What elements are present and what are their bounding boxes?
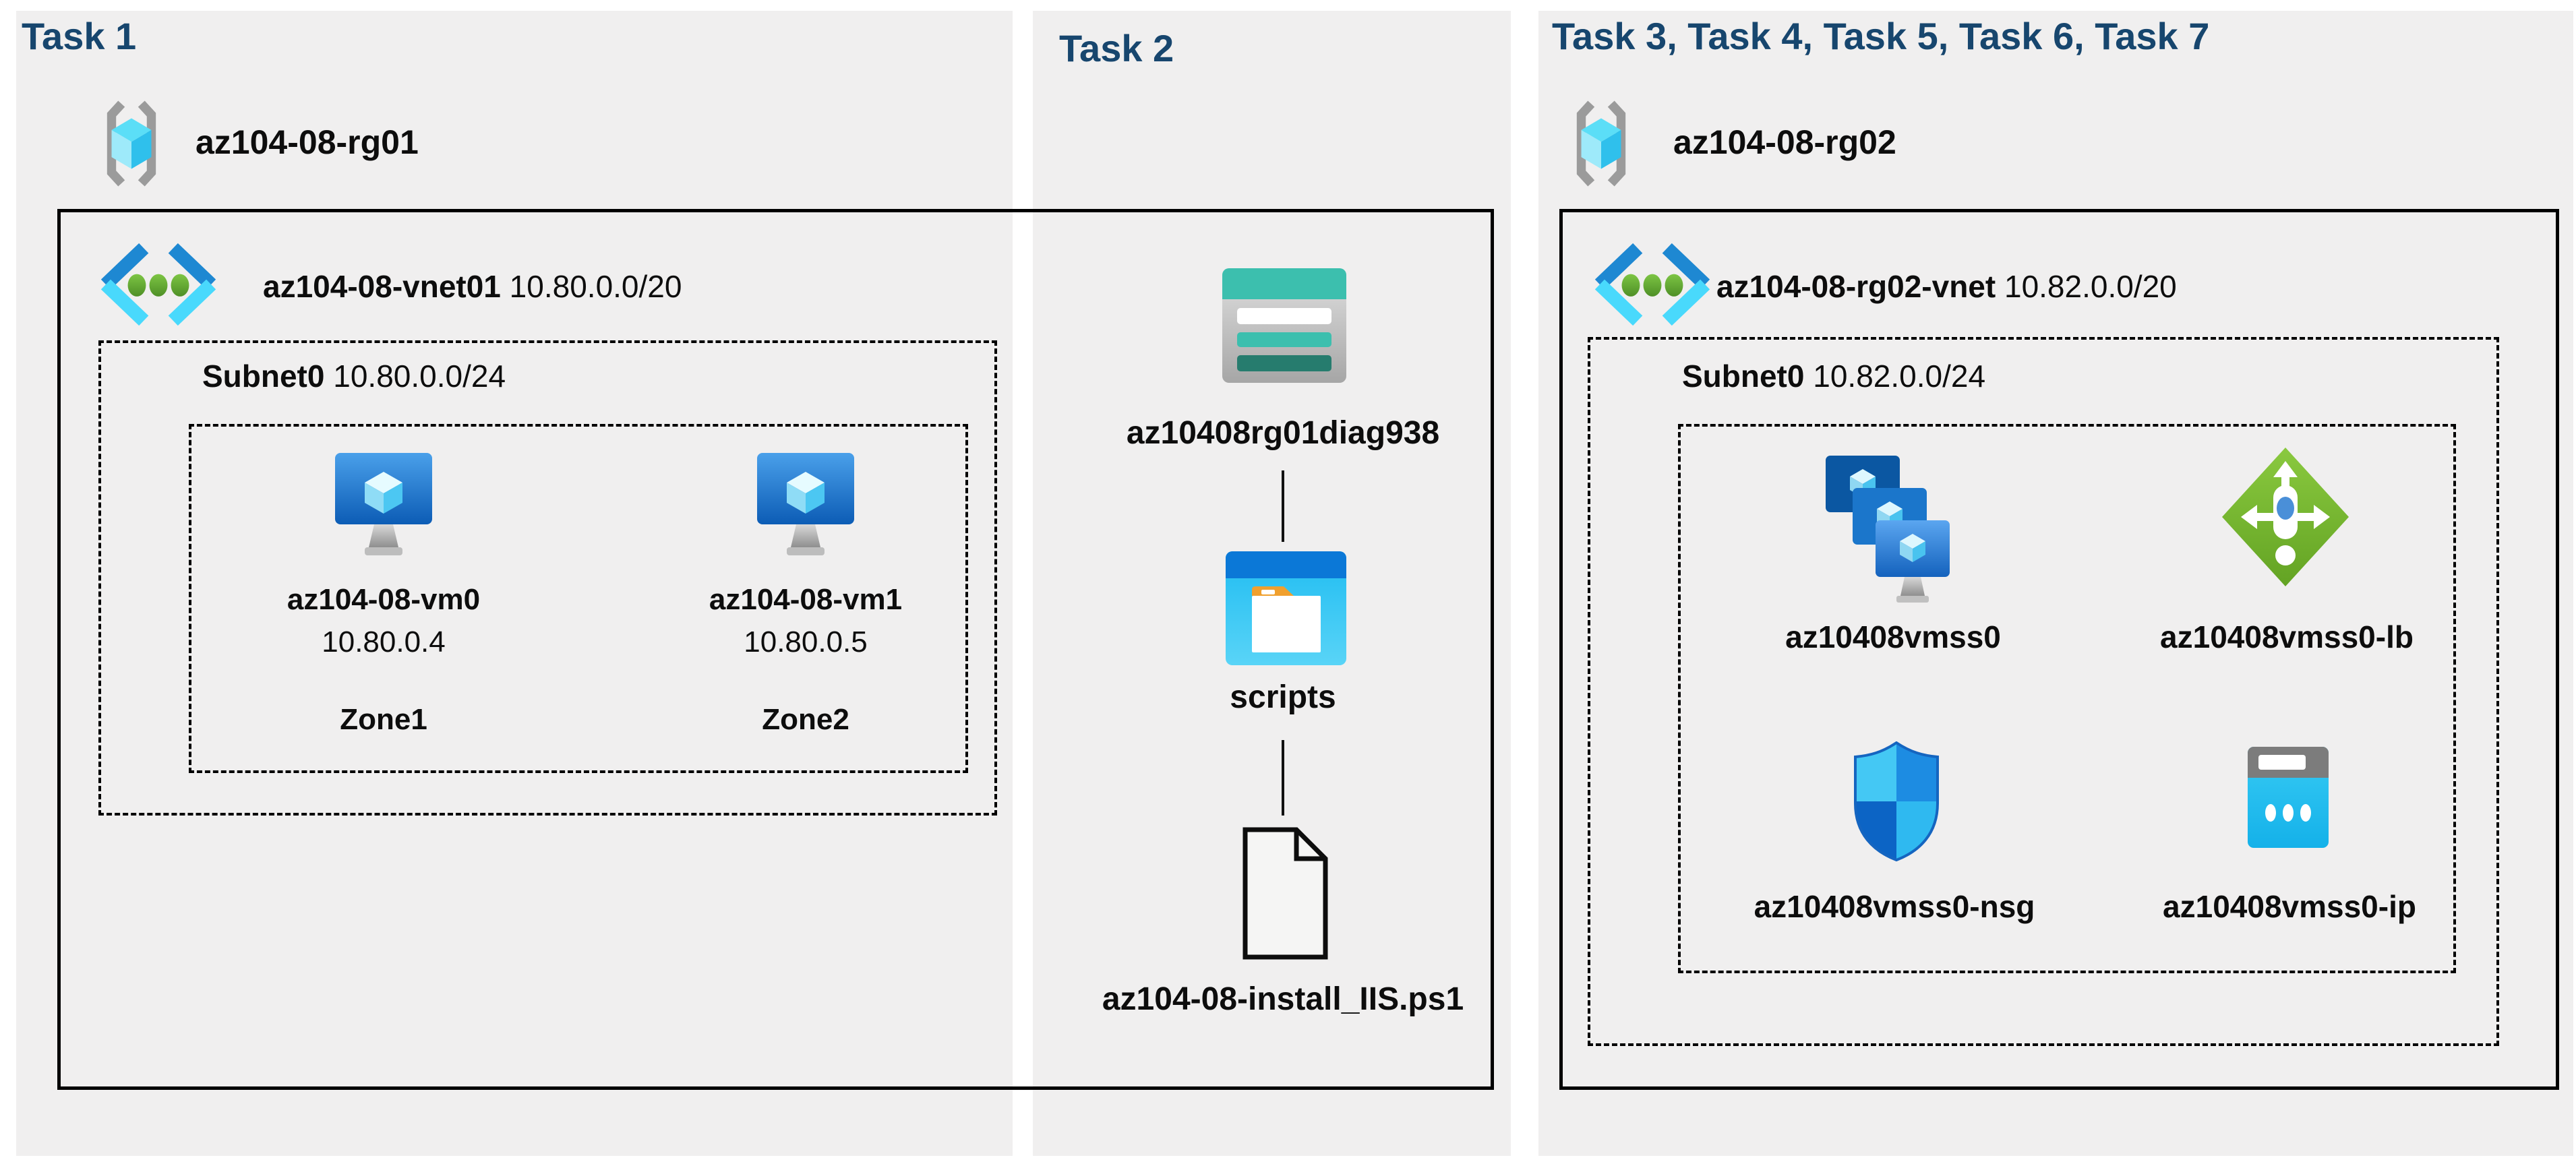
subnet-name: Subnet0 [202,359,325,394]
vnet-name: az104-08-vnet01 [263,269,501,304]
vnet01-boundary-box [57,209,1494,1090]
public-ip-icon [2248,747,2329,848]
subnet-cidr: 10.80.0.0/24 [333,359,506,394]
virtual-machine-icon [757,453,854,555]
vm-scale-set-icon [1826,456,1950,603]
rg02-vnet-boundary-box [1559,209,2559,1090]
task2-header: Task 2 [1059,27,1174,69]
vmss-resources-box [1678,424,2456,973]
panel-task3 [1538,11,2573,1156]
vnet-label: az104-08-rg02-vnet 10.82.0.0/20 [1716,271,2177,302]
vm1-ip: 10.80.0.5 [744,625,868,658]
subnet-cidr: 10.82.0.0/24 [1813,359,1986,394]
virtual-network-icon [100,243,216,326]
storage-account-label: az10408rg01diag938 [1126,415,1440,451]
subnet-label: Subnet0 10.82.0.0/24 [1682,361,1985,392]
task1-header: Task 1 [22,15,137,57]
storage-account-icon [1222,268,1346,383]
virtual-machine-icon [335,453,432,555]
subnet-name: Subnet0 [1682,359,1805,394]
task3-header: Task 3, Task 4, Task 5, Task 6, Task 7 [1552,15,2210,57]
script-file-label: az104-08-install_IIS.ps1 [1102,981,1464,1017]
resource-group-label: az104-08-rg02 [1673,123,1896,161]
container-label: scripts [1230,679,1336,715]
script-file-icon [1242,827,1328,960]
resource-group-icon [1576,100,1626,187]
vnet-cidr: 10.82.0.0/20 [2004,269,2177,304]
subnet-label: Subnet0 10.80.0.0/24 [202,361,506,392]
subnet0-box-task3 [1588,337,2499,1046]
connector-storage-to-container [1282,470,1284,542]
connector-container-to-file [1282,740,1284,816]
load-balancer-label: az10408vmss0-lb [2160,619,2414,654]
vmss-label: az10408vmss0 [1785,619,2001,654]
virtual-network-icon [1594,243,1710,326]
blob-container-icon [1226,551,1346,665]
vnet-label: az104-08-vnet01 10.80.0.0/20 [263,271,682,302]
subnet0-box-task1 [98,340,997,816]
load-balancer-icon [2222,448,2349,586]
vm0-name: az104-08-vm0 [287,583,481,616]
availability-zone-box [189,424,968,773]
nsg-icon [1854,741,1939,861]
panel-task1 [16,11,1013,1156]
vm0-ip: 10.80.0.4 [322,625,446,658]
vm0-zone: Zone1 [340,703,427,736]
nsg-label: az10408vmss0-nsg [1754,889,2035,924]
resource-group-label: az104-08-rg01 [196,123,419,161]
vnet-name: az104-08-rg02-vnet [1716,269,1996,304]
resource-group-icon [107,100,156,187]
vm1-zone: Zone2 [762,703,849,736]
public-ip-label: az10408vmss0-ip [2163,889,2416,924]
vnet-cidr: 10.80.0.0/20 [509,269,682,304]
vm1-name: az104-08-vm1 [709,583,903,616]
